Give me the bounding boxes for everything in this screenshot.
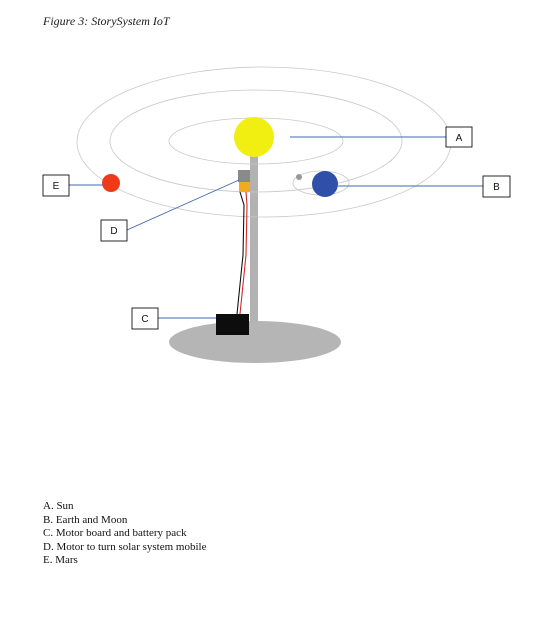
legend: A. Sun B. Earth and Moon C. Motor board …: [43, 500, 206, 568]
callout-b: B: [482, 175, 511, 198]
mobile-base: [169, 321, 341, 363]
callout-c-label: C: [141, 314, 148, 325]
legend-item-motor: D. Motor to turn solar system mobile: [43, 540, 207, 553]
earth: [312, 171, 338, 197]
legend-item-earth-moon: B. Earth and Moon: [43, 513, 128, 526]
motor-wire-black: [236, 191, 245, 315]
leader-line-d: [126, 179, 240, 231]
mars: [102, 174, 120, 192]
legend-item-sun: A. Sun: [43, 500, 74, 512]
center-pole: [250, 155, 258, 322]
motor-board: [216, 314, 249, 335]
moon: [296, 174, 302, 180]
callout-e: E: [42, 174, 70, 197]
callout-a-label: A: [456, 133, 463, 144]
callout-b-label: B: [493, 182, 500, 193]
sun: [234, 117, 274, 157]
middle-orbit: [109, 89, 403, 193]
callout-d: D: [100, 219, 128, 242]
callout-c: C: [131, 307, 159, 330]
motor-bracket: [238, 170, 250, 182]
callout-e-label: E: [53, 181, 60, 192]
legend-item-motor-board: C. Motor board and battery pack: [43, 527, 187, 540]
legend-item-mars: E. Mars: [43, 554, 78, 567]
motor-wire-red: [239, 191, 248, 315]
callout-a: A: [445, 126, 473, 148]
motor: [239, 182, 250, 192]
callout-d-label: D: [110, 226, 117, 237]
figure-caption: Figure 3: StorySystem IoT: [43, 14, 170, 28]
